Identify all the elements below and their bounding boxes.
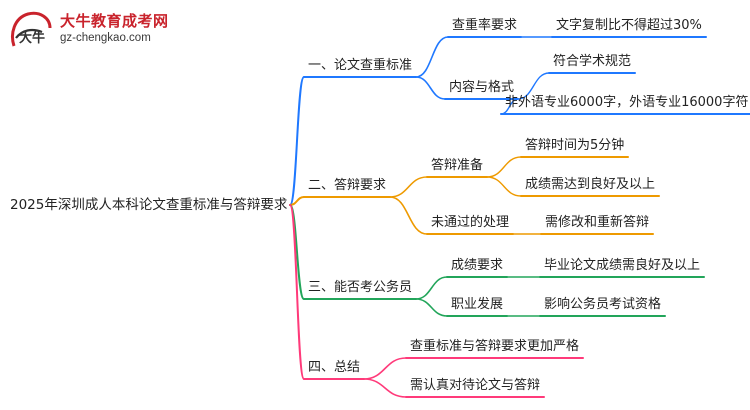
node-1-2[interactable]: 内容与格式 bbox=[449, 80, 515, 95]
node-4-2[interactable]: 需认真对待论文与答辩 bbox=[410, 378, 541, 393]
connector-branch-1-node-2 bbox=[415, 76, 446, 100]
node-1-1[interactable]: 查重率要求 bbox=[452, 18, 518, 33]
connector-branch-3-node-1 bbox=[415, 276, 448, 300]
leaf-3-2-1[interactable]: 影响公务员考试资格 bbox=[544, 297, 662, 312]
node-4-1[interactable]: 查重标准与答辩要求更加严格 bbox=[410, 339, 580, 354]
node-3-1[interactable]: 成绩要求 bbox=[451, 258, 504, 273]
connector-branch-2-node-1 bbox=[389, 176, 428, 198]
connector-branch-1-node-1 bbox=[415, 36, 449, 78]
node-2-1[interactable]: 答辩准备 bbox=[431, 158, 484, 173]
logo-badge-icon: 大牛 bbox=[11, 11, 52, 47]
branch-3[interactable]: 三、能否考公务员 bbox=[308, 280, 413, 295]
connector-branch-3-node-2 bbox=[415, 298, 448, 317]
site-logo[interactable]: 大牛 大牛教育成考网 gz-chengkao.com bbox=[8, 6, 198, 56]
connector-node-1-2-leaf-1 bbox=[517, 72, 550, 100]
node-2-2[interactable]: 未通过的处理 bbox=[431, 215, 510, 230]
leaf-2-1-2[interactable]: 成绩需达到良好及以上 bbox=[525, 177, 656, 192]
connector-branch-4-node-1 bbox=[363, 357, 407, 380]
leaf-1-2-1[interactable]: 符合学术规范 bbox=[553, 54, 632, 69]
leaf-3-1-1[interactable]: 毕业论文成绩需良好及以上 bbox=[544, 258, 701, 273]
connector-branch-4-node-2 bbox=[363, 378, 407, 398]
mindmap-root[interactable]: 2025年深圳成人本科论文查重标准与答辩要求 bbox=[10, 197, 288, 213]
logo-url: gz-chengkao.com bbox=[60, 32, 151, 44]
connector-root-branch-1 bbox=[289, 76, 305, 206]
branch-4[interactable]: 四、总结 bbox=[308, 360, 361, 375]
logo-title: 大牛教育成考网 bbox=[60, 12, 169, 30]
leaf-1-2-2[interactable]: 非外语专业6000字，外语专业16000字符 bbox=[505, 95, 749, 110]
connector-branch-2-node-2 bbox=[389, 196, 428, 235]
connector-node-2-1-leaf-2 bbox=[486, 176, 522, 197]
leaf-2-2-1[interactable]: 需修改和重新答辩 bbox=[545, 215, 650, 230]
connector-node-2-1-leaf-1 bbox=[486, 156, 522, 178]
branch-1[interactable]: 一、论文查重标准 bbox=[308, 58, 413, 73]
leaf-1-1-1[interactable]: 文字复制比不得超过30% bbox=[556, 18, 702, 33]
leaf-2-1-1[interactable]: 答辩时间为5分钟 bbox=[525, 138, 625, 153]
node-3-2[interactable]: 职业发展 bbox=[451, 297, 504, 312]
connector-root-branch-4 bbox=[289, 204, 305, 380]
connector-root-branch-2 bbox=[289, 196, 305, 206]
logo-badge-text: 大牛 bbox=[19, 30, 45, 46]
branch-2[interactable]: 二、答辩要求 bbox=[308, 178, 387, 193]
